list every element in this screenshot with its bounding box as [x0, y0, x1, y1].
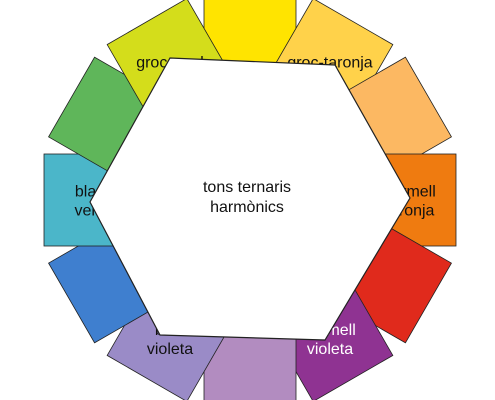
center-label-line-1: tons ternaris	[203, 179, 291, 196]
center-label-line-2: harmònics	[210, 199, 284, 216]
swatch-blau-violeta-label-line-2: violeta	[147, 341, 193, 358]
harmony-hexagon	[89, 57, 411, 341]
swatch-vermell-violeta-label-line-2: violeta	[307, 341, 353, 358]
